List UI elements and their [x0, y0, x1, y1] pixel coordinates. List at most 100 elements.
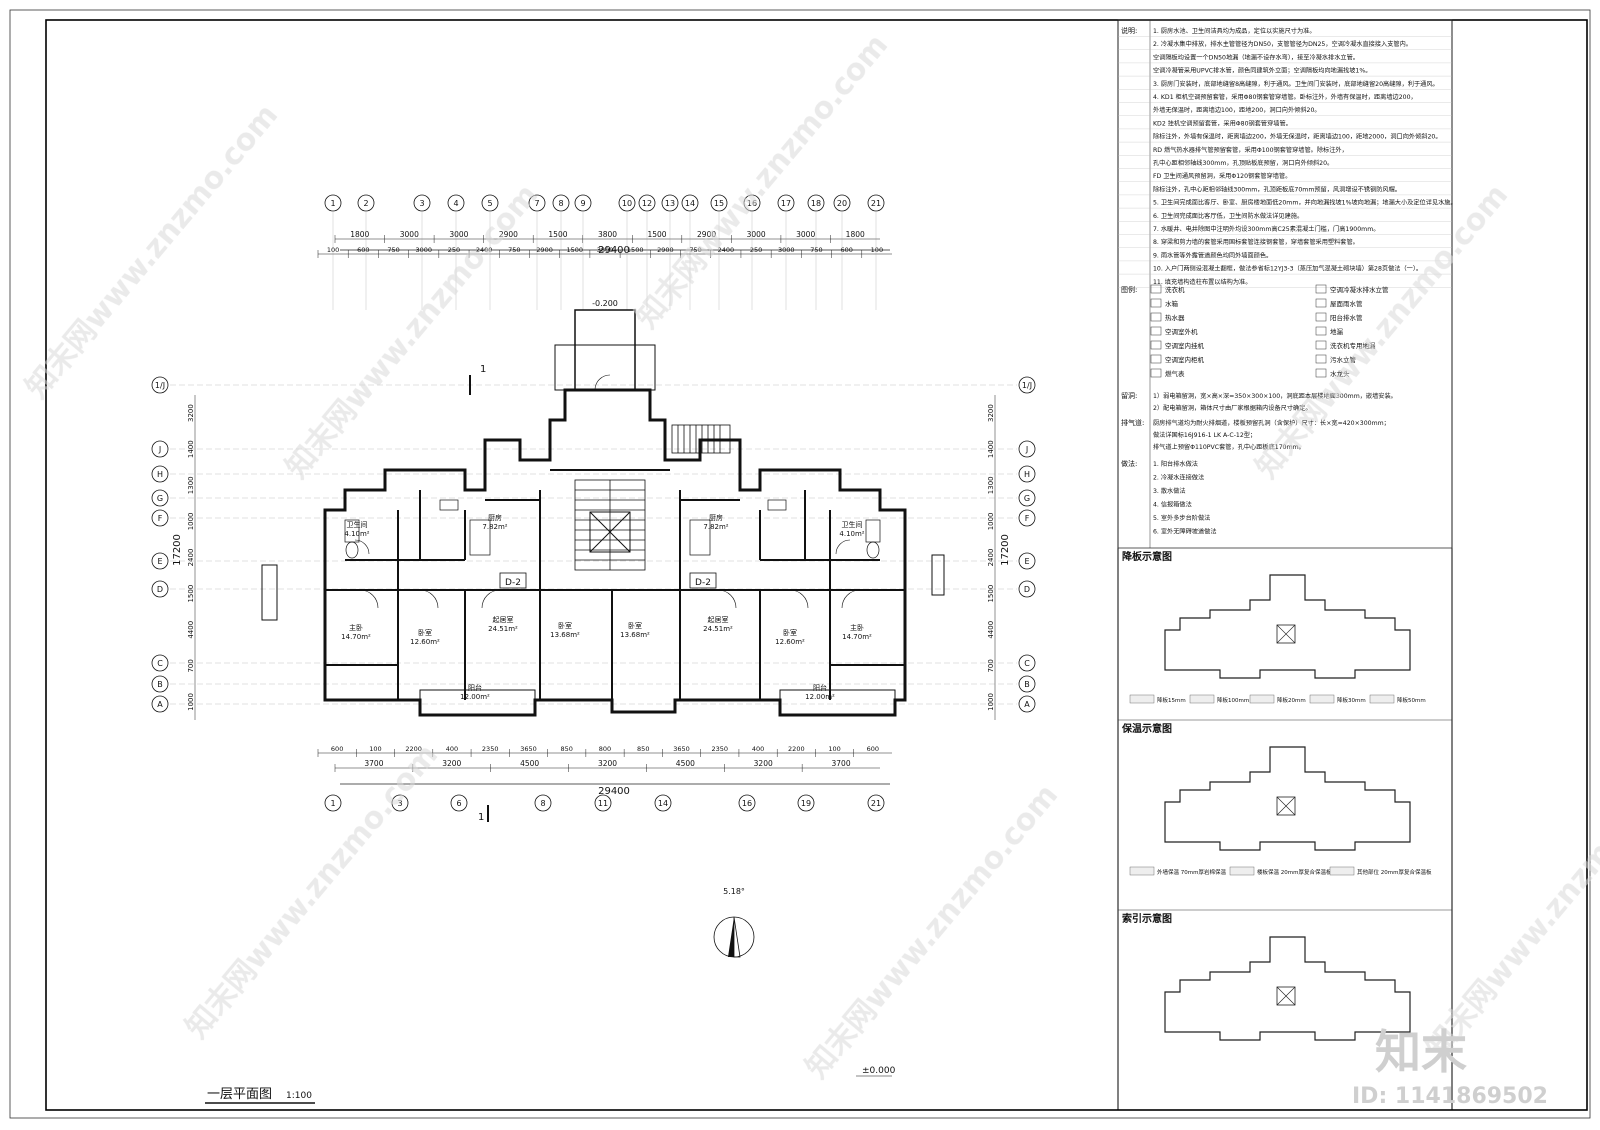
- room-area: 4.10m²: [344, 530, 369, 538]
- axis-bottom-14-label: 14: [658, 799, 668, 808]
- dimRight-value: 4400: [987, 621, 995, 639]
- axis-top-1: 1: [324, 194, 342, 212]
- dimTopRow2-value: 600: [840, 246, 852, 254]
- schematic-legend: 降板15mm: [1157, 696, 1186, 704]
- practiceItems-line: 5. 室外多步台阶做法: [1153, 514, 1210, 522]
- legend-title: 图例:: [1121, 285, 1137, 294]
- north-arrow: 5.18°: [713, 887, 755, 958]
- dimTopRow2-value: 3000: [778, 246, 795, 254]
- dimLeft-value: 3200: [187, 404, 195, 422]
- axis-top-10: 10: [618, 194, 636, 212]
- axis-top-13: 13: [661, 194, 679, 212]
- practiceItems-line: 3. 散水做法: [1153, 487, 1186, 495]
- axis-left-1/J-label: 1/J: [155, 381, 165, 390]
- axis-left-J: J: [151, 440, 169, 458]
- axis-left-D: D: [151, 580, 169, 598]
- dimTopRow1-value: 3000: [747, 230, 766, 239]
- drawing-title: 一层平面图: [207, 1087, 272, 1102]
- depth-left: 17200: [172, 534, 183, 566]
- entrance-porch: [574, 309, 636, 391]
- dimTopRow2-value: 750: [387, 246, 399, 254]
- dimBotRow1-value: 800: [599, 745, 611, 753]
- note-line: 6. 卫生间完成面比客厅低，卫生间防水做法详见建施。: [1153, 212, 1303, 220]
- axis-right-F: F: [1018, 509, 1036, 527]
- room-area: 7.82m²: [482, 523, 507, 531]
- axis-right-D: D: [1018, 580, 1036, 598]
- room-area: 12.60m²: [775, 638, 805, 646]
- room-name: 起居室: [708, 615, 729, 624]
- axis-left-E-label: E: [157, 557, 162, 566]
- fixtures: [344, 499, 881, 559]
- schematic-legend: 外墙保温 70mm厚岩棉保温: [1157, 868, 1226, 876]
- axis-right-B-label: B: [1024, 680, 1030, 689]
- room-name: 卧室: [628, 621, 642, 630]
- watermark-site-1: 知末网www.znzmo.com: [19, 98, 285, 405]
- total-width-bottom: 29400: [598, 786, 630, 797]
- axis-top-20-label: 20: [837, 199, 847, 208]
- room-area: 24.51m²: [703, 625, 733, 633]
- dimTopRow2-value: 3800: [597, 246, 614, 254]
- note-line: 8. 穿梁和剪力墙的套管采用国标套管连接钢套管，穿墙套管采用塑料套管。: [1153, 238, 1359, 246]
- note-line: 11. 填充墙构造柱布置以结构为准。: [1153, 278, 1251, 286]
- room-area: 14.70m²: [341, 633, 371, 641]
- exhaustItems-line: 排气道上预留Φ110PVC套管，孔中心距板底170mm。: [1153, 443, 1305, 451]
- axis-left-G-label: G: [157, 494, 163, 503]
- room-area: 12.60m²: [410, 638, 440, 646]
- dimBotRow1-value: 2350: [712, 745, 729, 753]
- axis-top-2-label: 2: [363, 199, 368, 208]
- legend-item: 空调室外机: [1165, 327, 1198, 336]
- dimRight-value: 1000: [987, 512, 995, 530]
- schematic-outline: [1164, 746, 1411, 851]
- axis-top-7: 7: [528, 194, 546, 212]
- axis-right-J: J: [1018, 440, 1036, 458]
- axis-top-9: 9: [574, 194, 592, 212]
- dimTopRow1-value: 1500: [647, 230, 666, 239]
- room-area: 12.00m²: [805, 693, 835, 701]
- note-line: RD 燃气热水器排气管预留套管，采用Φ100钢套管穿墙管。除标注外，: [1153, 146, 1348, 154]
- axis-right-E: E: [1018, 552, 1036, 570]
- unit-tag-left: D-2: [505, 578, 521, 588]
- axis-top-8-label: 8: [558, 199, 563, 208]
- practices-title: 做法:: [1121, 459, 1137, 468]
- dimBotRow1-value: 3650: [673, 745, 690, 753]
- axis-right-E-label: E: [1024, 557, 1029, 566]
- total-width-top: 29400: [598, 245, 630, 256]
- axis-top-21-label: 21: [871, 199, 881, 208]
- axis-top-2: 2: [357, 194, 375, 212]
- axis-top-1-label: 1: [330, 199, 335, 208]
- axis-bottom-6-label: 6: [456, 799, 461, 808]
- axis-top-10-label: 10: [622, 199, 632, 208]
- dimBotRow2-value: 3700: [832, 759, 851, 768]
- room-area: 13.68m²: [550, 631, 580, 639]
- axis-left-B-label: B: [157, 680, 163, 689]
- dimTopRow2-value: 2400: [718, 246, 735, 254]
- schematic-legend: 降板30mm: [1337, 696, 1366, 704]
- note-line: 5. 卫生间完成面比客厅、卧室、厨房楼地面低20mm，并向地漏找坡1%坡向地漏；…: [1153, 199, 1457, 207]
- axis-top-15: 15: [710, 194, 728, 212]
- door-swings: [354, 374, 861, 609]
- room-name: 阳台: [468, 683, 482, 692]
- axis-right-A: A: [1018, 695, 1036, 713]
- note-line: 除标注外，孔中心距相邻轴线300mm，孔顶距板底70mm预留，风洞增设不锈钢防风…: [1153, 185, 1401, 193]
- legend-item: 地漏: [1330, 327, 1344, 336]
- dimTopRow2-value: 750: [508, 246, 520, 254]
- legend-item: 污水立管: [1330, 355, 1357, 364]
- notes-items: 1. 厨房水池、卫生间洁具均为成品，定位以实施尺寸为准。2. 冷凝水集中排放，排…: [1118, 27, 1457, 288]
- axis-top-14: 14: [681, 194, 699, 212]
- room-area: 12.00m²: [460, 693, 490, 701]
- schematic-legend: 降板50mm: [1397, 696, 1426, 704]
- dimTopRow1-value: 1500: [548, 230, 567, 239]
- dimBotRow1-value: 850: [637, 745, 649, 753]
- axis-left-1/J: 1/J: [151, 376, 169, 394]
- dimTopRow2-value: 250: [750, 246, 762, 254]
